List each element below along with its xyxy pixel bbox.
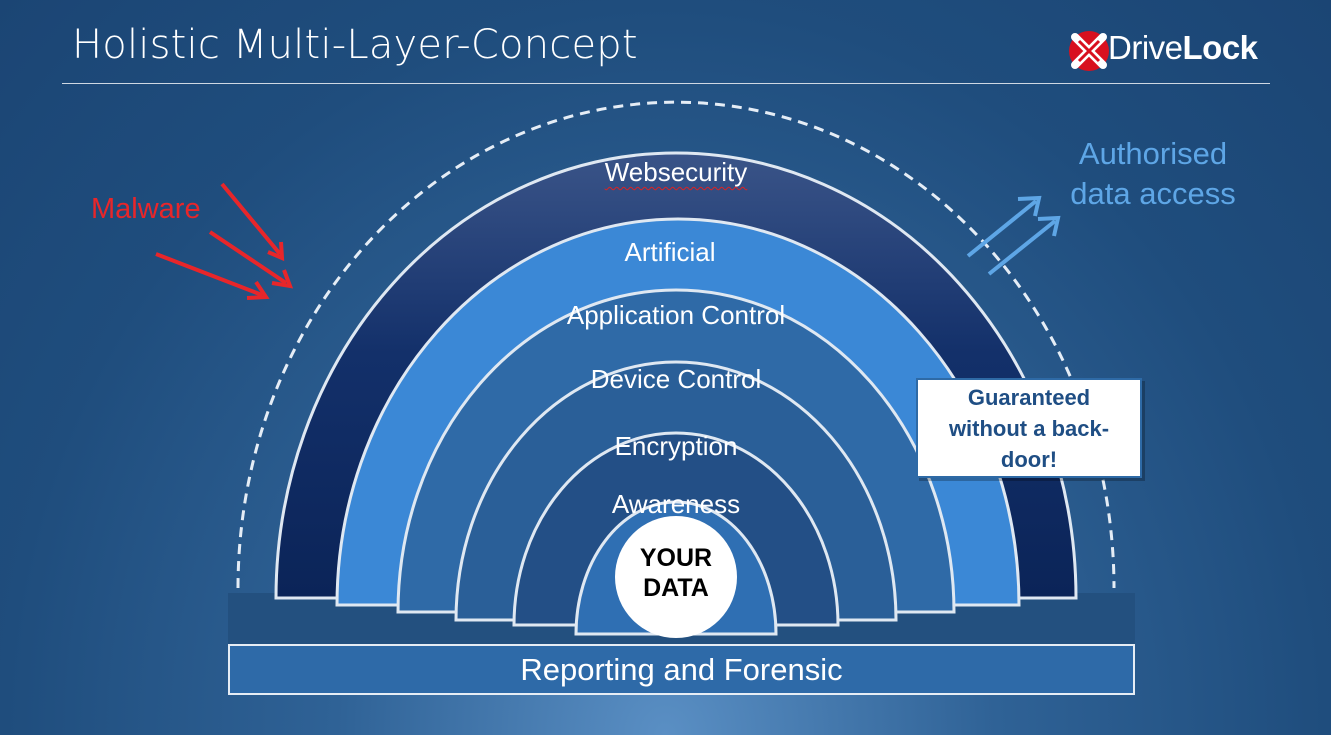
guarantee-text: Guaranteed without a back-door!: [948, 384, 1110, 472]
websecurity-text: Websecurity: [604, 157, 748, 187]
core-line-2: DATA: [643, 574, 709, 602]
reporting-forensic-bar: Reporting and Forensic: [228, 644, 1135, 695]
logo-wordmark: DriveLock: [1108, 29, 1258, 67]
outer-dashed-boundary: [236, 100, 1116, 589]
guarantee-callout: Guaranteed without a back-door!: [916, 378, 1142, 478]
layer-label-artificial: Artificial: [624, 237, 716, 267]
drivelock-logo: [1067, 27, 1277, 75]
malware-arrows: [155, 182, 294, 300]
layer-label-encryption: Encryption: [614, 431, 738, 461]
logo-x-icon: [1069, 31, 1109, 71]
reporting-forensic-label: Reporting and Forensic: [520, 651, 843, 687]
slide-title: Holistic Multi-Layer-Concept: [72, 22, 638, 68]
authorised-access-label: Authorised data access: [1070, 136, 1236, 211]
title-divider: [62, 83, 1270, 84]
layer-label-websecurity: Websecurity: [476, 157, 876, 188]
access-arrows: [966, 195, 1061, 276]
core-circle: [615, 516, 737, 638]
core-line-1: YOUR: [639, 544, 713, 572]
layer-label-device-control: Device Control: [590, 364, 762, 394]
logo-prefix: Drive: [1108, 29, 1183, 66]
core-label: YOUR DATA: [615, 543, 737, 603]
malware-label: Malware: [91, 193, 201, 225]
logo-bold: Lock: [1182, 29, 1259, 66]
layer-label-awareness: Awareness: [611, 489, 741, 519]
layer-label-application-control: Application Control: [566, 300, 786, 330]
